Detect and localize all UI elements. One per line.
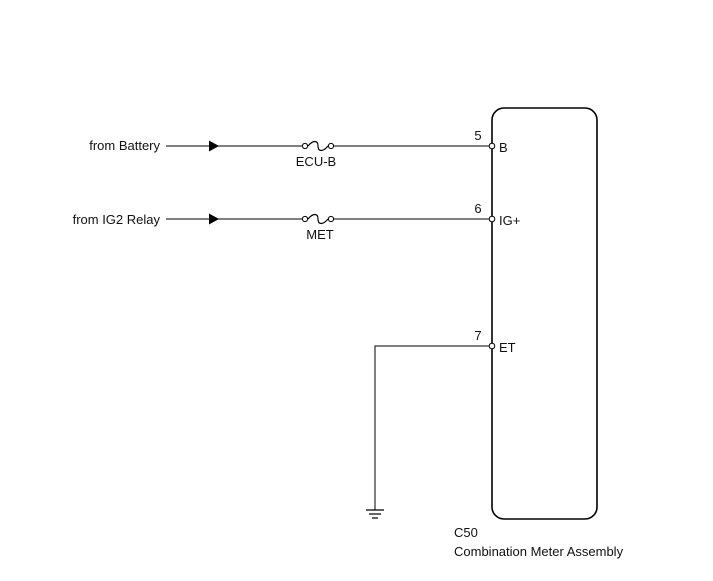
combination-meter-body [491,107,598,520]
fuse-label-ecu-b: ECU-B [296,154,336,169]
pin-5-number: 5 [474,128,481,143]
arrow-battery-icon [209,140,219,152]
fuse-label-met: MET [306,227,334,242]
component-code: C50 [454,525,478,540]
arrow-ig2-icon [209,213,219,225]
pin-6-name: IG+ [499,213,520,228]
source-label-ig2-relay: from IG2 Relay [73,212,161,227]
wire-ground [374,345,489,510]
ground-icon [366,509,384,519]
pin-7-name: ET [499,340,516,355]
component-name: Combination Meter Assembly [454,544,624,559]
pin-5-name: B [499,140,508,155]
pin-6-terminal [488,215,496,223]
source-label-battery: from Battery [89,138,160,153]
pin-5-terminal [488,142,496,150]
pin-6-number: 6 [474,201,481,216]
fuse-ecu-b-icon [301,140,335,152]
fuse-met-icon [301,213,335,225]
pin-7-number: 7 [474,328,481,343]
pin-7-terminal [488,342,496,350]
